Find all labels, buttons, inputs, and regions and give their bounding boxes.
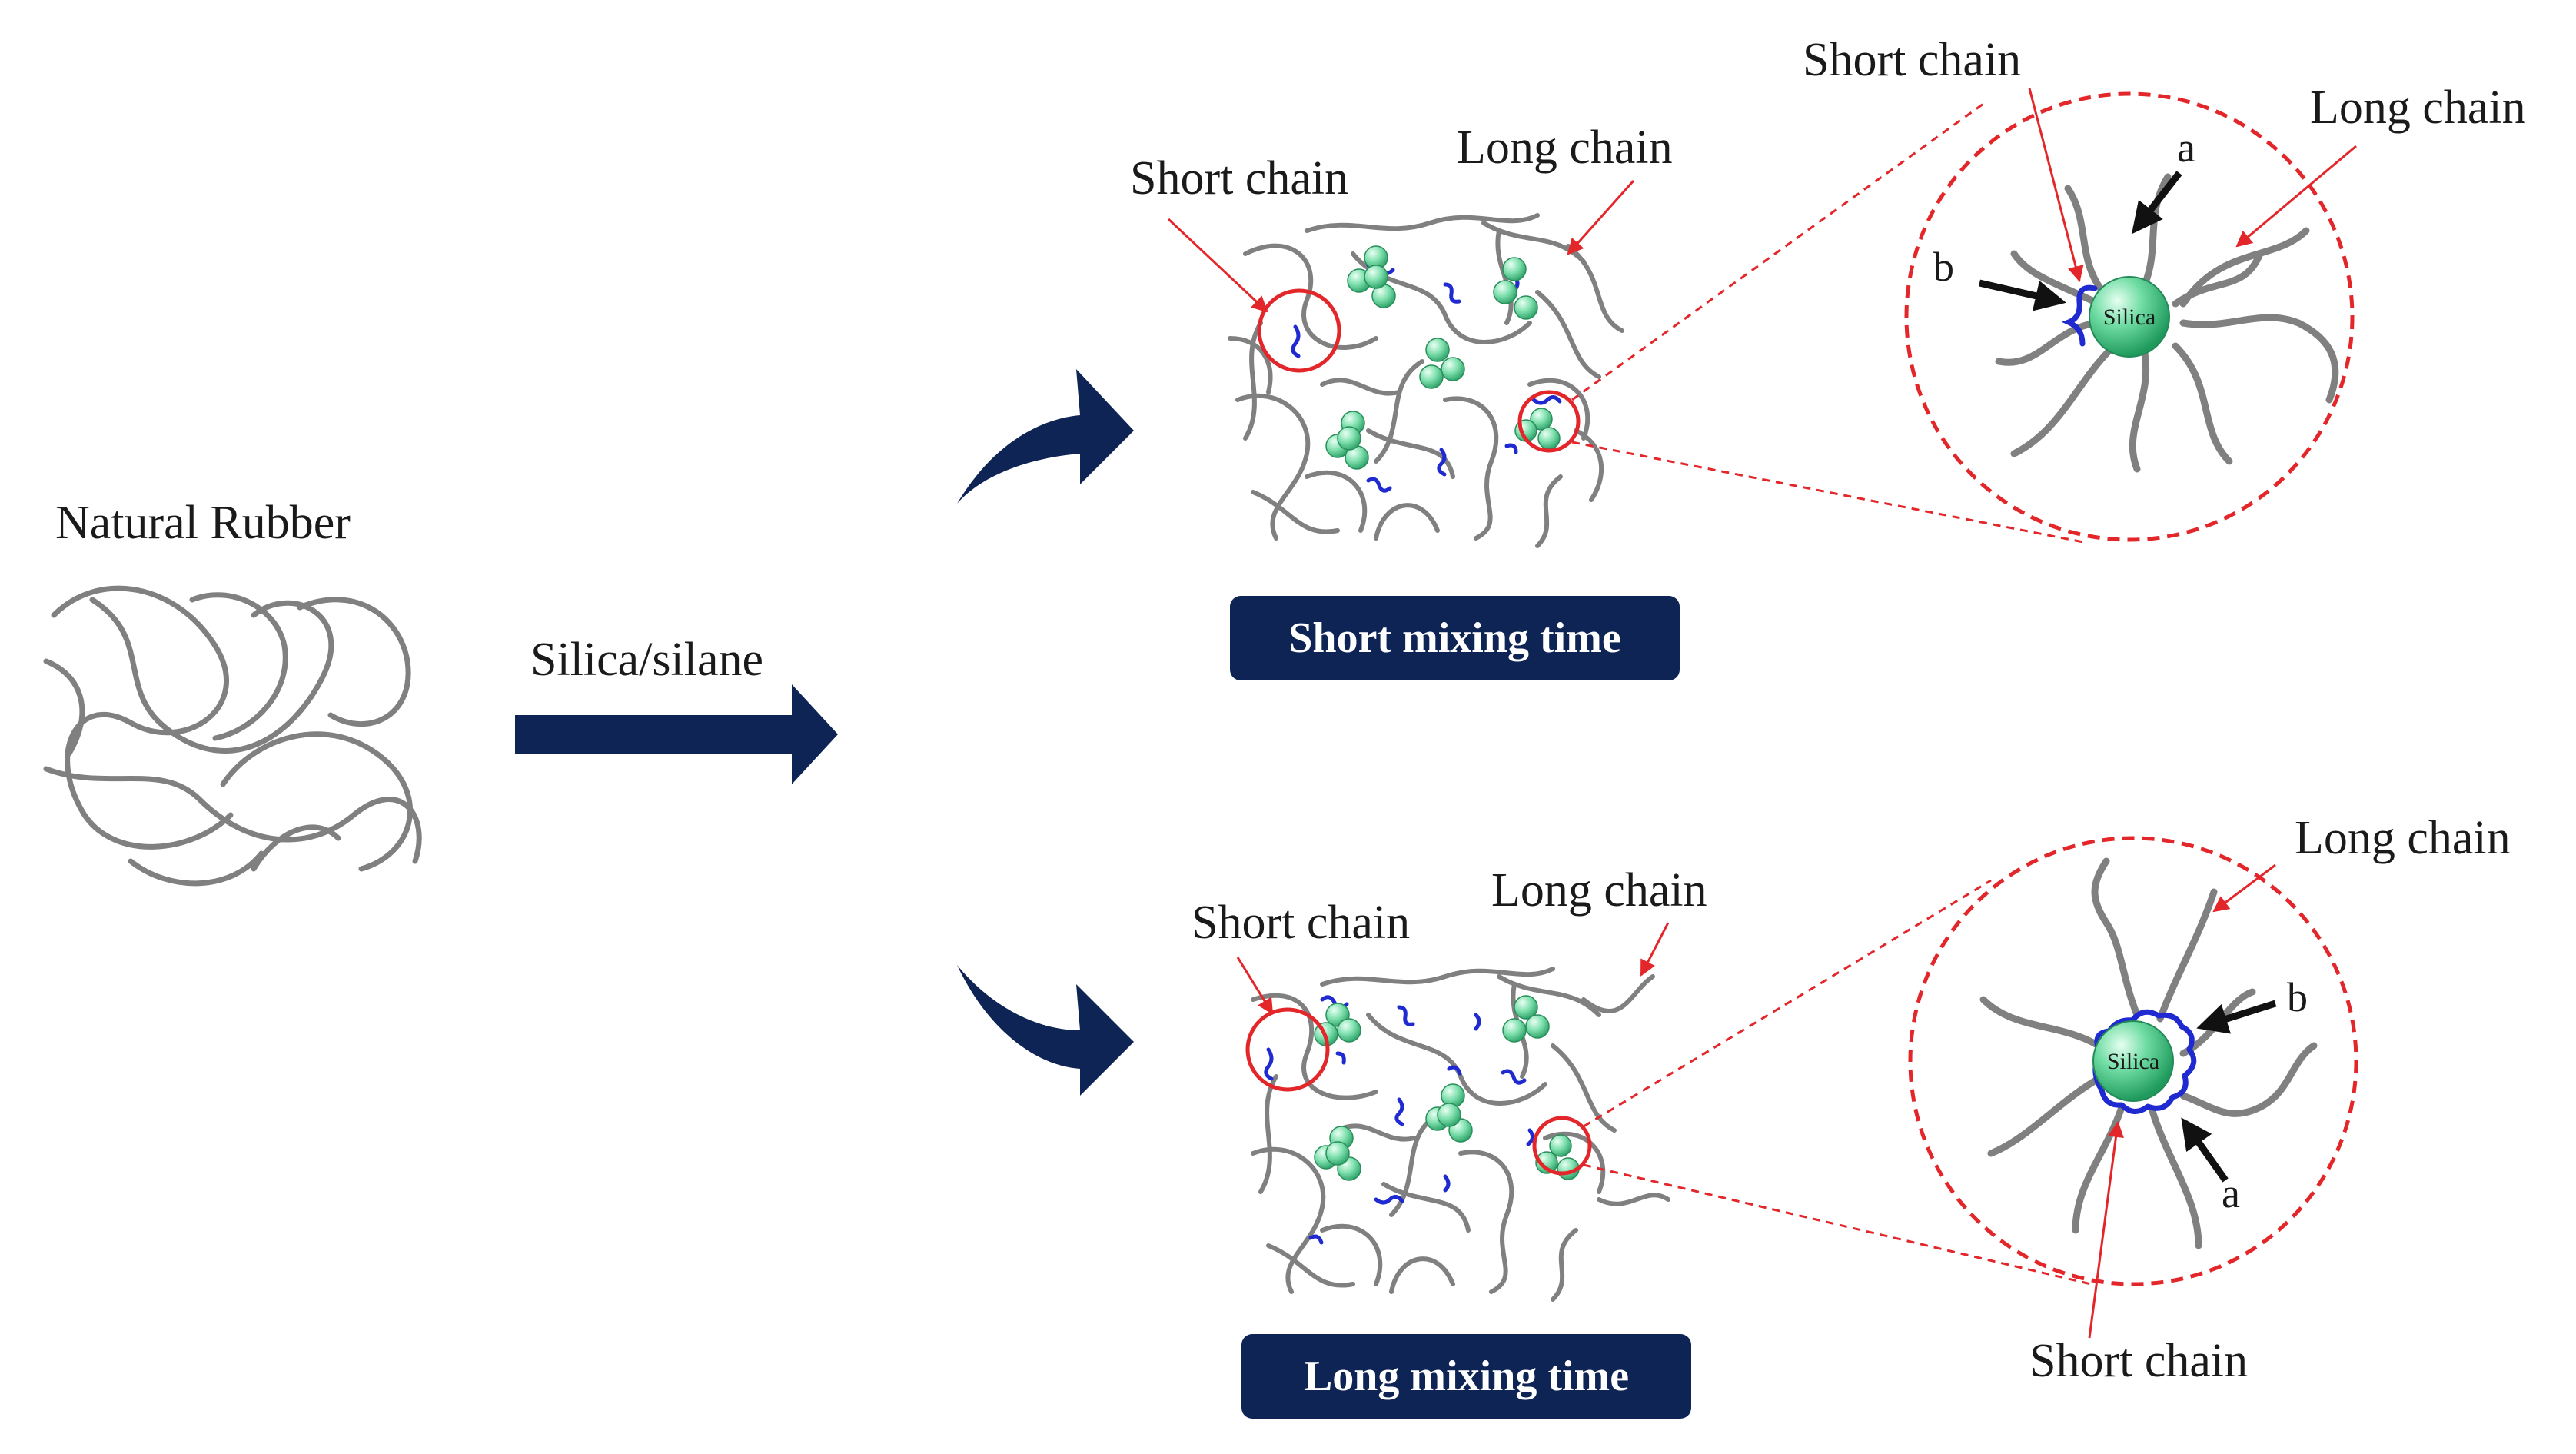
bottom-silica-text: Silica	[2107, 1049, 2159, 1074]
top-composite-network	[1228, 213, 1624, 548]
top-short-chain-callout-circle	[1257, 288, 1341, 373]
top-long-chain-label: Long chain	[1457, 121, 1673, 174]
top-silica-text: Silica	[2103, 304, 2156, 330]
zoom-bottom-long-chain-label: Long chain	[2295, 812, 2511, 864]
branch-arrow-up	[957, 369, 1134, 504]
bottom-zoom-view: Silica	[1908, 836, 2358, 1286]
top-short-chain-label: Short chain	[1130, 152, 1348, 205]
top-silica-particle	[2089, 276, 2170, 358]
zoom-top-long-chain-label: Long chain	[2310, 82, 2526, 134]
bottom-zoom-line-lower	[1583, 1163, 2092, 1286]
short-mixing-time-text: Short mixing time	[1288, 614, 1621, 662]
zoom-top-short-chain-pointer	[2028, 88, 2084, 283]
top-short-chain-pointer	[1167, 218, 1268, 313]
zoom-bottom-arrow-b	[2196, 1000, 2277, 1034]
zoom-top-arrow-b	[1978, 279, 2066, 311]
long-mixing-time-text: Long mixing time	[1303, 1353, 1630, 1400]
bottom-long-chain-pointer	[1640, 922, 1670, 977]
top-zoom-view: Silica	[1904, 91, 2355, 542]
top-zoom-line-upper	[1571, 102, 1984, 401]
zoom-bottom-short-chain-label: Short chain	[2029, 1335, 2248, 1387]
zoom-bottom-arrow-a	[2181, 1117, 2229, 1183]
silica-silane-label: Silica/silane	[530, 634, 763, 686]
natural-rubber-tangle	[43, 585, 422, 887]
top-zoom-source-circle	[1517, 390, 1581, 453]
bottom-short-chain-pointer	[1236, 957, 1274, 1015]
zoom-top-short-chain-label: Short chain	[1803, 34, 2021, 86]
bottom-long-chain-label: Long chain	[1491, 864, 1707, 917]
zoom-top-marker-b: b	[1933, 244, 1954, 290]
branch-arrow-down	[957, 965, 1134, 1096]
bottom-zoom-line-upper	[1583, 879, 1992, 1128]
zoom-bottom-long-chain-pointer	[2212, 863, 2276, 913]
long-mixing-time-badge: Long mixing time	[1241, 1334, 1691, 1419]
zoom-bottom-marker-b: b	[2287, 974, 2308, 1020]
top-zoom-line-lower	[1571, 441, 2084, 544]
natural-rubber-label: Natural Rubber	[55, 497, 351, 549]
zoom-top-marker-a: a	[2177, 125, 2195, 171]
bottom-composite-network	[1245, 967, 1670, 1302]
bottom-silica-particle	[2092, 1020, 2174, 1102]
bottom-short-chain-label: Short chain	[1192, 897, 1410, 949]
zoom-bottom-short-chain-pointer	[2088, 1120, 2124, 1339]
zoom-top-long-chain-pointer	[2235, 145, 2357, 248]
zoom-top-arrow-a	[2132, 171, 2182, 235]
top-long-chain-pointer	[1567, 179, 1635, 255]
short-mixing-time-badge: Short mixing time	[1230, 596, 1680, 680]
bottom-zoom-source-circle	[1532, 1116, 1592, 1176]
process-arrow	[515, 684, 838, 784]
bottom-short-chain-callout-circle	[1245, 1007, 1330, 1092]
